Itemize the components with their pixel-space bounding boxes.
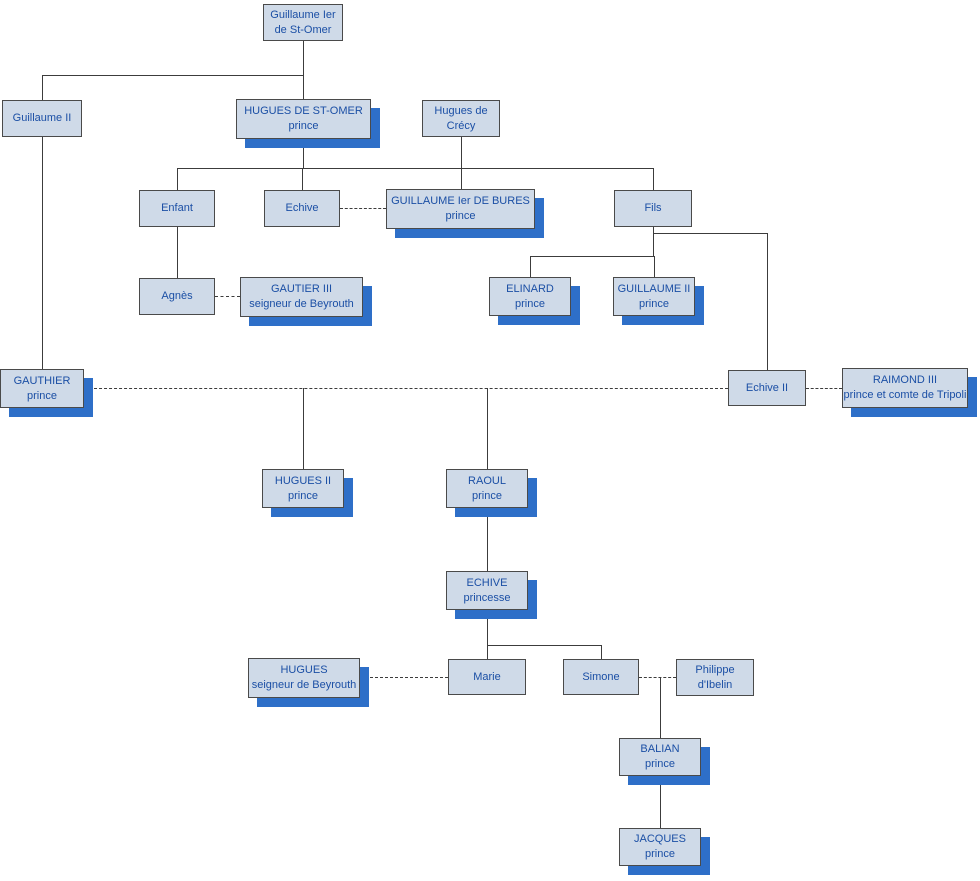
descent-connector bbox=[660, 677, 661, 738]
descent-connector bbox=[660, 776, 661, 828]
person-node-gautier-iii[interactable]: GAUTIER III seigneur de Beyrouth bbox=[240, 277, 363, 317]
person-node-elinard[interactable]: ELINARD prince bbox=[489, 277, 571, 316]
person-label: de St-Omer bbox=[274, 23, 332, 36]
descent-connector bbox=[601, 645, 602, 659]
descent-connector bbox=[653, 168, 654, 190]
descent-connector bbox=[653, 233, 767, 234]
descent-connector bbox=[177, 168, 178, 190]
person-label: prince bbox=[288, 120, 319, 132]
person-label: Philippe bbox=[695, 663, 735, 676]
person-label: prince bbox=[27, 389, 57, 402]
person-node-agnes[interactable]: Agnès bbox=[139, 278, 215, 315]
person-label: Marie bbox=[473, 670, 501, 683]
person-label: Fils bbox=[644, 202, 662, 215]
descent-connector bbox=[530, 256, 654, 257]
descent-connector bbox=[303, 139, 304, 168]
descent-connector bbox=[42, 75, 303, 76]
person-node-fils[interactable]: Fils bbox=[614, 190, 692, 227]
descent-connector bbox=[654, 256, 655, 277]
person-label: RAOUL bbox=[468, 474, 506, 487]
person-label: Echive II bbox=[745, 381, 789, 394]
marriage-connector bbox=[340, 208, 386, 209]
person-node-guillaume-1er-de-bures[interactable]: GUILLAUME Ier DE BURES prince bbox=[386, 189, 535, 229]
person-label: princesse bbox=[463, 591, 511, 604]
person-label: HUGUES bbox=[280, 664, 328, 677]
person-node-echive-princesse[interactable]: ECHIVE princesse bbox=[446, 571, 528, 610]
person-label: Guillaume Ier bbox=[270, 8, 336, 21]
person-node-marie[interactable]: Marie bbox=[448, 659, 526, 695]
person-label: Echive bbox=[285, 202, 319, 215]
person-label: prince bbox=[472, 489, 502, 502]
person-node-philippe-d-ibelin[interactable]: Philippe d'Ibelin bbox=[676, 659, 754, 696]
person-label: HUGUES DE ST-OMER bbox=[244, 105, 363, 118]
descent-connector bbox=[303, 41, 304, 99]
descent-connector bbox=[653, 227, 654, 256]
person-label: ELINARD bbox=[506, 282, 554, 295]
marriage-connector bbox=[639, 677, 676, 678]
person-node-simone[interactable]: Simone bbox=[563, 659, 639, 695]
person-label: prince bbox=[288, 489, 318, 502]
person-label: BALIAN bbox=[640, 743, 680, 756]
person-label: GUILLAUME Ier DE BURES bbox=[391, 195, 530, 208]
descent-connector bbox=[487, 388, 488, 469]
marriage-connector bbox=[84, 388, 728, 389]
person-node-enfant[interactable]: Enfant bbox=[139, 190, 215, 227]
person-node-raoul[interactable]: RAOUL prince bbox=[446, 469, 528, 508]
person-label: seigneur de Beyrouth bbox=[249, 298, 354, 310]
marriage-connector bbox=[360, 677, 448, 678]
person-label: HUGUES II bbox=[274, 474, 332, 487]
person-node-balian[interactable]: BALIAN prince bbox=[619, 738, 701, 776]
descent-connector bbox=[42, 75, 43, 100]
person-label: prince bbox=[639, 297, 669, 310]
person-label: RAIMOND III bbox=[872, 374, 938, 387]
person-node-gauthier-prince[interactable]: GAUTHIER prince bbox=[0, 369, 84, 408]
descent-connector bbox=[487, 508, 488, 571]
person-label: Crécy bbox=[446, 119, 476, 132]
marriage-connector bbox=[215, 296, 240, 297]
descent-connector bbox=[461, 137, 462, 189]
person-label: prince et comte de Tripoli bbox=[843, 389, 967, 401]
person-node-hugues-beyrouth[interactable]: HUGUES seigneur de Beyrouth bbox=[248, 658, 360, 698]
descent-connector bbox=[530, 256, 531, 277]
descent-connector bbox=[303, 388, 304, 469]
descent-connector bbox=[302, 168, 303, 190]
descent-connector bbox=[177, 168, 653, 169]
person-label: JACQUES bbox=[634, 833, 686, 846]
person-label: seigneur de Beyrouth bbox=[251, 679, 357, 691]
descent-connector bbox=[177, 227, 178, 278]
person-label: prince bbox=[515, 297, 545, 310]
marriage-connector bbox=[806, 388, 842, 389]
person-node-guillaume-ii[interactable]: Guillaume II bbox=[2, 100, 82, 137]
person-label: Guillaume II bbox=[12, 112, 72, 125]
descent-connector bbox=[42, 137, 43, 369]
person-node-raimond-iii[interactable]: RAIMOND III prince et comte de Tripoli bbox=[842, 368, 968, 408]
person-node-guillaume-1er-de-st-omer[interactable]: Guillaume Ier de St-Omer bbox=[263, 4, 343, 41]
person-label: GAUTIER III bbox=[270, 283, 333, 296]
person-node-guillaume-ii-prince[interactable]: GUILLAUME II prince bbox=[613, 277, 695, 316]
descent-connector bbox=[767, 233, 768, 370]
person-label: Simone bbox=[582, 670, 620, 683]
person-label: prince bbox=[445, 210, 476, 222]
person-node-hugues-ii[interactable]: HUGUES II prince bbox=[262, 469, 344, 508]
descent-connector bbox=[487, 645, 601, 646]
person-label: ECHIVE bbox=[466, 576, 508, 589]
person-label: prince bbox=[645, 848, 675, 860]
descent-connector bbox=[487, 610, 488, 659]
person-label: Enfant bbox=[161, 202, 193, 215]
person-node-echive[interactable]: Echive bbox=[264, 190, 340, 227]
person-node-echive-ii[interactable]: Echive II bbox=[728, 370, 806, 406]
person-label: Agnès bbox=[161, 290, 193, 303]
person-node-jacques[interactable]: JACQUES prince bbox=[619, 828, 701, 866]
person-label: GAUTHIER bbox=[13, 374, 71, 387]
person-label: d'Ibelin bbox=[697, 678, 733, 691]
person-node-hugues-de-crecy[interactable]: Hugues de Crécy bbox=[422, 100, 500, 137]
person-label: prince bbox=[645, 758, 675, 770]
person-label: Hugues de bbox=[434, 104, 488, 117]
person-node-hugues-de-st-omer[interactable]: HUGUES DE ST-OMER prince bbox=[236, 99, 371, 139]
person-label: GUILLAUME II bbox=[617, 282, 691, 295]
